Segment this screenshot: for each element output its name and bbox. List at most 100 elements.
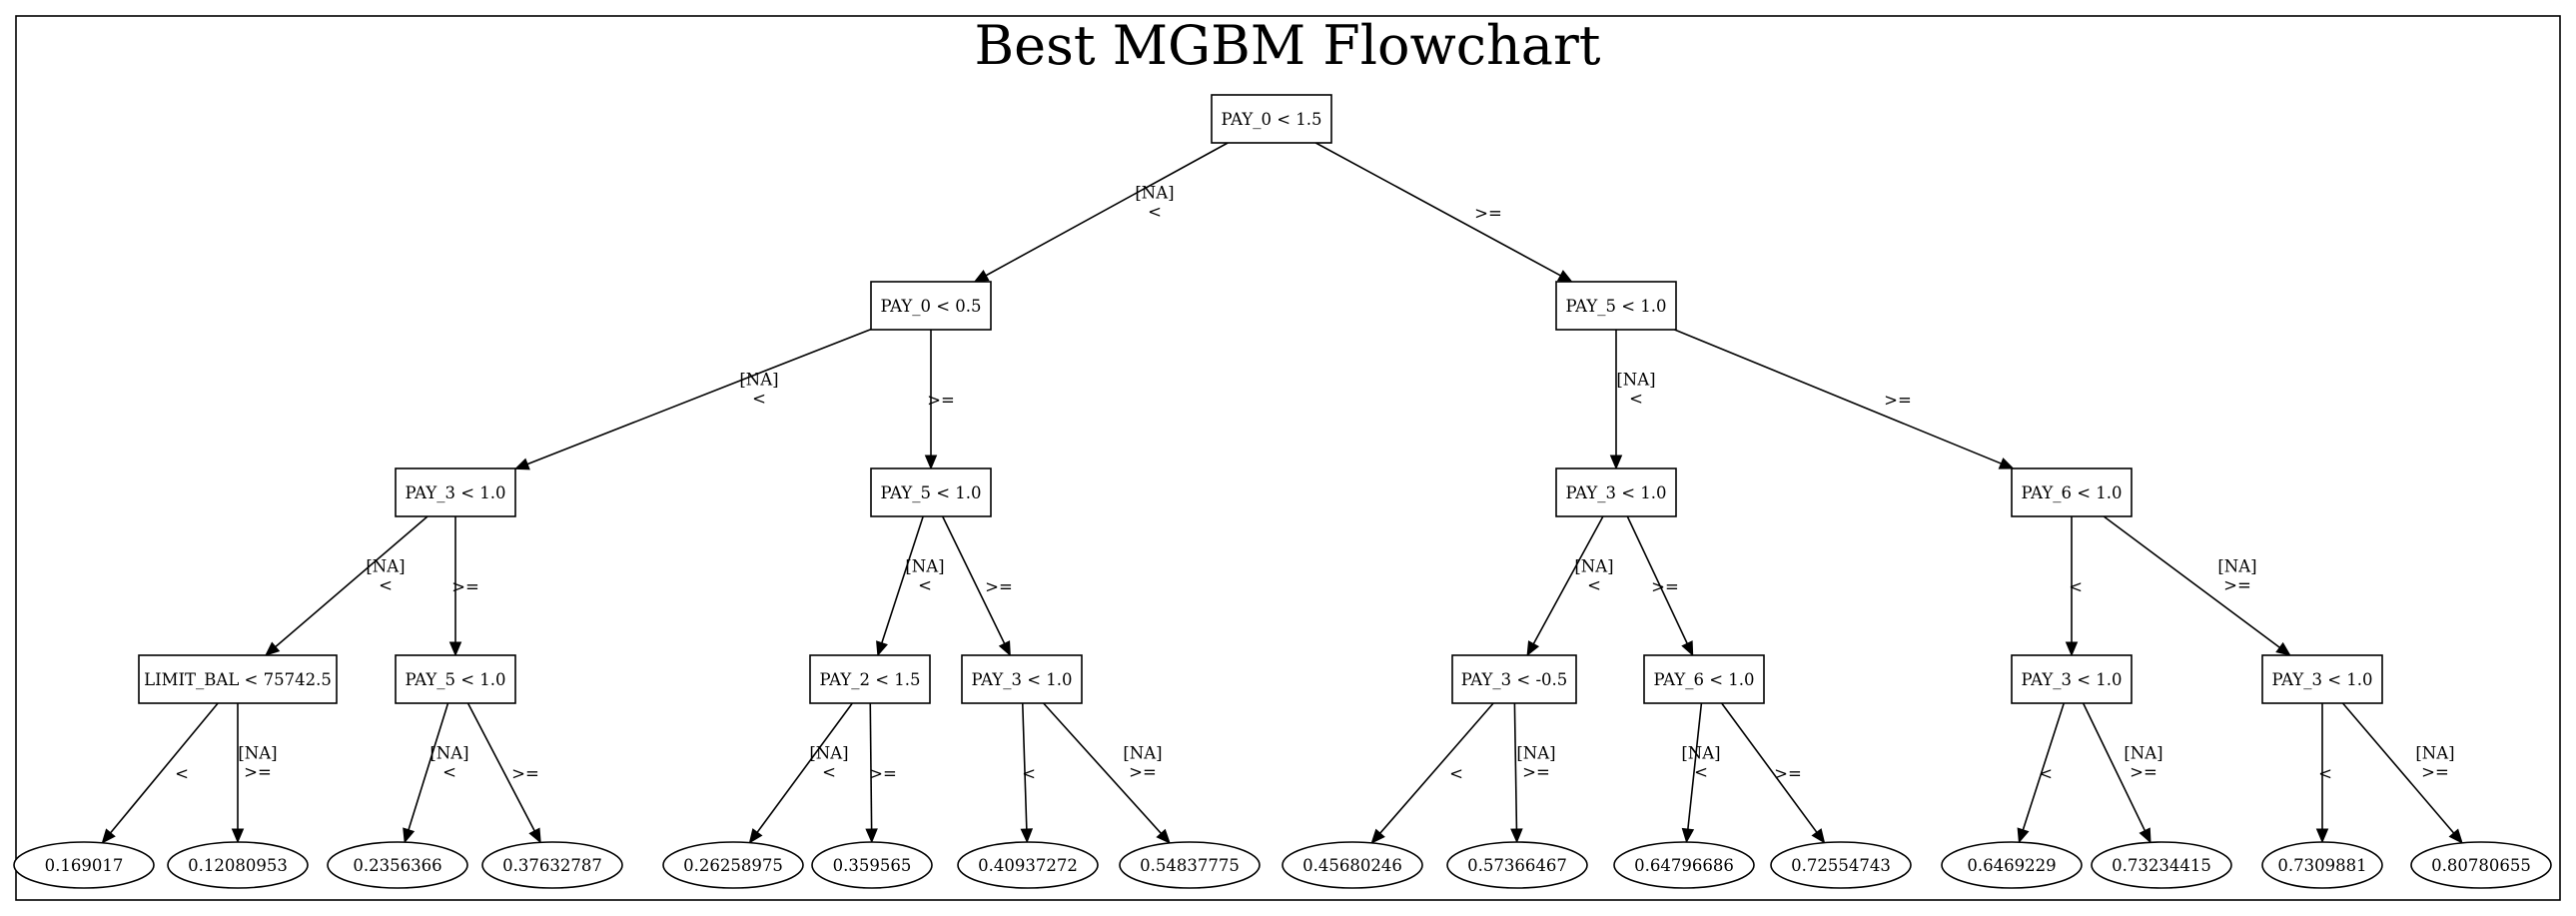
split-condition: PAY_6 < 1.0 [2021, 483, 2122, 502]
edge-label: >= [451, 577, 479, 596]
edge-label: >= [1774, 764, 1802, 783]
edge-line [2082, 702, 2147, 831]
split-node-n1: PAY_0 < 0.5 [870, 281, 992, 331]
split-box [870, 281, 992, 331]
edge-n6-n14: [NA]>= [2103, 515, 2291, 656]
edge-n0-n1: [NA]< [973, 142, 1229, 283]
edge-n7-l2: [NA]>= [231, 703, 278, 844]
leaf-value: 0.57366467 [1467, 856, 1567, 875]
split-condition: PAY_3 < 1.0 [2271, 670, 2372, 689]
split-condition: LIMIT_BAL < 75742.5 [144, 670, 332, 689]
edge-line [756, 702, 853, 833]
leaf-ellipse [957, 841, 1099, 889]
leaf-ellipse [13, 841, 155, 889]
leaf-ellipse [2410, 841, 2552, 889]
edge-arrowhead [2017, 827, 2030, 844]
leaf-value: 0.64796686 [1634, 856, 1734, 875]
edge-n6-n13: < [2065, 516, 2083, 657]
edge-n0-n2: >= [1314, 142, 1573, 283]
edge-label: < [1449, 764, 1463, 783]
edge-line [1314, 142, 1561, 277]
leaf-node-l5: 0.26258975 [662, 841, 804, 889]
edge-arrowhead [2139, 827, 2151, 844]
split-condition: PAY_5 < 1.0 [880, 483, 981, 502]
leaf-value: 0.6469229 [1967, 856, 2056, 875]
split-box [2261, 654, 2383, 704]
edge-label: [NA] [2415, 744, 2454, 763]
edge-n10-l8: [NA]>= [1043, 702, 1171, 844]
edge-arrowhead [1609, 455, 1623, 470]
edge-line [275, 515, 429, 648]
leaf-ellipse [2091, 841, 2232, 889]
edge-arrowhead [973, 270, 990, 283]
split-node-n6: PAY_6 < 1.0 [2011, 467, 2133, 517]
diagram-frame [15, 15, 2561, 901]
edge-arrowhead [2065, 641, 2079, 657]
edge-label: >= [1522, 763, 1550, 782]
edge-label: [NA] [1681, 744, 1720, 763]
edge-arrowhead [748, 828, 763, 844]
edge-arrowhead [1020, 828, 1034, 844]
leaf-node-l1: 0.169017 [13, 841, 155, 889]
edge-label: < [2318, 764, 2332, 783]
edge-label: < [2069, 577, 2083, 596]
edge-label: >= [927, 391, 955, 410]
split-node-n8: PAY_5 < 1.0 [395, 654, 516, 704]
leaf-node-l3: 0.2356366 [327, 841, 468, 889]
leaf-ellipse [2261, 841, 2383, 889]
edge-n4-n10: >= [941, 515, 1013, 657]
leaf-ellipse [662, 841, 804, 889]
split-box [395, 654, 516, 704]
leaf-ellipse [811, 841, 933, 889]
edge-n4-n9: [NA]< [876, 515, 945, 657]
edge-arrowhead [1998, 458, 2015, 469]
edge-label: >= [244, 763, 272, 782]
split-condition: PAY_3 < -0.5 [1461, 670, 1568, 689]
leaf-node-l10: 0.57366467 [1446, 841, 1588, 889]
split-box [1643, 654, 1765, 704]
leaf-value: 0.359565 [833, 856, 912, 875]
edge-label: [NA] [366, 557, 405, 576]
edge-n14-l15: < [2315, 703, 2332, 844]
edge-arrowhead [1681, 640, 1694, 657]
edge-line [1626, 515, 1688, 644]
leaf-ellipse [1770, 841, 1912, 889]
edge-line [2341, 702, 2455, 834]
edge-label: < [1148, 203, 1162, 222]
edge-arrowhead [1156, 828, 1171, 844]
split-box [2011, 467, 2133, 517]
edge-arrowhead [1370, 828, 1385, 844]
split-node-n7: LIMIT_BAL < 75742.5 [138, 654, 338, 704]
edge-line [869, 702, 873, 830]
leaf-node-l4: 0.37632787 [481, 841, 623, 889]
edge-label: >= [2130, 763, 2157, 782]
edge-n8-l3: [NA]< [403, 702, 469, 844]
leaf-value: 0.54837775 [1140, 856, 1240, 875]
split-condition: PAY_5 < 1.0 [405, 670, 505, 689]
leaf-ellipse [1941, 841, 2083, 889]
edge-label: [NA] [429, 744, 468, 763]
leaf-node-l11: 0.64796686 [1613, 841, 1755, 889]
split-node-n11: PAY_3 < -0.5 [1451, 654, 1577, 704]
split-node-n10: PAY_3 < 1.0 [961, 654, 1083, 704]
edge-arrowhead [2275, 641, 2291, 656]
edge-n12-l11: [NA]< [1681, 702, 1721, 844]
split-node-n4: PAY_5 < 1.0 [870, 467, 992, 517]
leaf-value: 0.2356366 [353, 856, 441, 875]
edge-line [1687, 702, 1703, 830]
leaf-value: 0.169017 [45, 856, 124, 875]
edge-n3-n8: >= [448, 516, 479, 657]
edge-label: < [752, 390, 766, 409]
edge-label: < [918, 576, 932, 595]
edge-label: >= [511, 764, 539, 783]
leaf-node-l7: 0.40937272 [957, 841, 1099, 889]
edge-label: < [1587, 576, 1601, 595]
split-box [1555, 467, 1677, 517]
split-condition: PAY_3 < 1.0 [971, 670, 1072, 689]
edge-arrowhead [876, 640, 888, 657]
leaf-ellipse [1282, 841, 1423, 889]
split-box [138, 654, 338, 704]
edge-arrowhead [513, 458, 530, 470]
split-box [1211, 94, 1332, 144]
leaf-ellipse [167, 841, 309, 889]
